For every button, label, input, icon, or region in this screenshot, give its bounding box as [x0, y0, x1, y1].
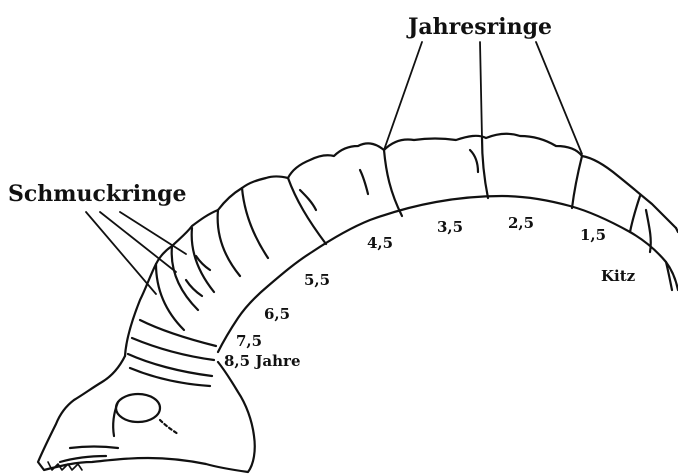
- eye-socket: [116, 394, 160, 422]
- age-label-6-5: 6,5: [264, 307, 290, 322]
- age-label-2-5: 2,5: [508, 216, 534, 231]
- horn-outer-contour: [125, 134, 676, 356]
- age-label-3-5: 3,5: [437, 220, 463, 235]
- age-label-5-5: 5,5: [304, 273, 330, 288]
- kitz-label: Kitz: [601, 269, 635, 284]
- age-label-4-5: 4,5: [367, 236, 393, 251]
- schmuckringe-label: Schmuckringe: [8, 183, 187, 205]
- jahresringe-label: Jahresringe: [408, 16, 552, 38]
- horn-tip: [646, 210, 678, 290]
- age-label-7-5: 7,5: [236, 334, 262, 349]
- age-label-8-5-jahre: 8,5 Jahre: [224, 354, 301, 369]
- age-label-1-5: 1,5: [580, 228, 606, 243]
